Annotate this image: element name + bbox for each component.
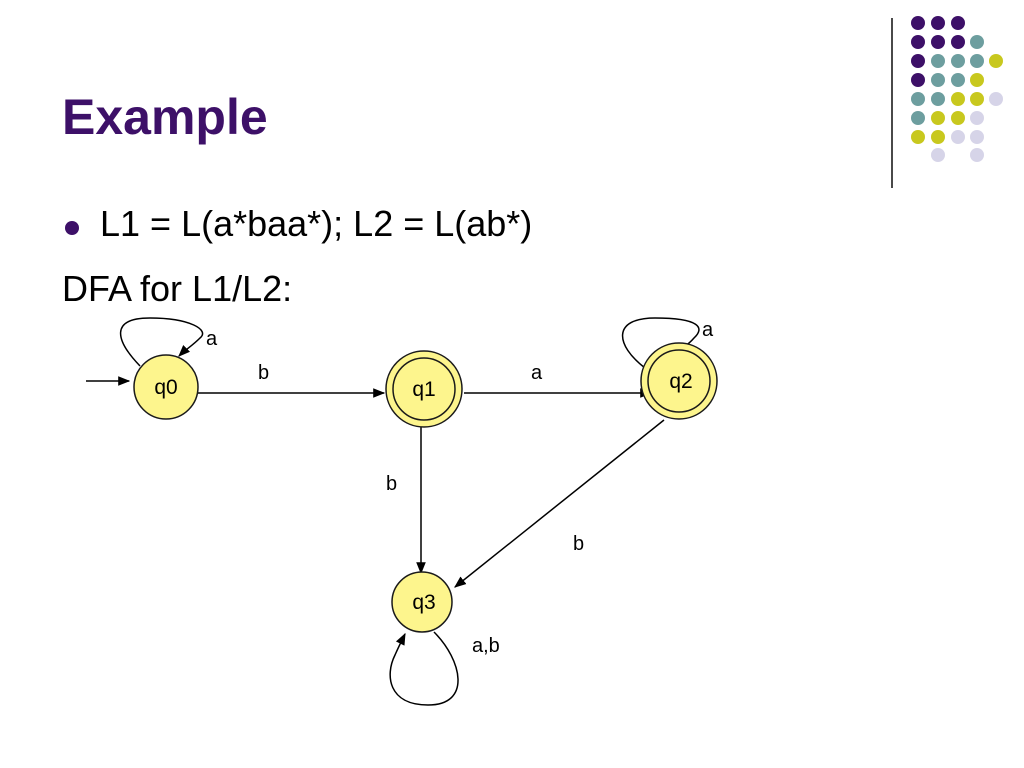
decorative-dot bbox=[931, 16, 945, 30]
decorative-dot bbox=[951, 54, 965, 68]
state-label-q0: q0 bbox=[154, 376, 177, 399]
decorative-dot-grid bbox=[911, 16, 1003, 162]
decorative-dot bbox=[989, 54, 1003, 68]
decorative-dot bbox=[931, 73, 945, 87]
decorative-dot bbox=[970, 148, 984, 162]
slide-title: Example bbox=[62, 89, 268, 145]
decorative-dot bbox=[970, 92, 984, 106]
decorative-dot bbox=[989, 92, 1003, 106]
state-q2: q2 bbox=[640, 342, 718, 420]
decorative-dot bbox=[911, 73, 925, 87]
transition-label-q0-q0: a bbox=[206, 328, 218, 350]
decorative-dot bbox=[911, 92, 925, 106]
state-q1: q1 bbox=[385, 350, 463, 428]
decorative-dot bbox=[931, 54, 945, 68]
state-label-q2: q2 bbox=[669, 370, 692, 393]
decorative-dot bbox=[951, 16, 965, 30]
decorative-dot bbox=[951, 73, 965, 87]
transition-label-q2-q3: b bbox=[573, 533, 584, 555]
decorative-dot bbox=[931, 111, 945, 125]
decorative-dot bbox=[911, 35, 925, 49]
decorative-dot bbox=[911, 111, 925, 125]
transition-label-q2-q2: a bbox=[702, 319, 714, 341]
decorative-dot bbox=[970, 54, 984, 68]
decorative-dot bbox=[970, 35, 984, 49]
decorative-dot bbox=[951, 111, 965, 125]
dfa-heading: DFA for L1/L2: bbox=[62, 268, 293, 309]
transition-q0-q0 bbox=[119, 317, 204, 367]
bullet-point-icon bbox=[65, 221, 79, 235]
transition-label-q3-q3: a,b bbox=[472, 635, 500, 657]
bullet-text: L1 = L(a*baa*); L2 = L(ab*) bbox=[100, 203, 533, 244]
decorative-dot bbox=[931, 92, 945, 106]
decorative-dot bbox=[911, 16, 925, 30]
transition-q3-q3 bbox=[389, 631, 459, 706]
transition-label-q1-q3: b bbox=[386, 473, 397, 495]
decorative-dot bbox=[931, 35, 945, 49]
decorative-dot bbox=[951, 35, 965, 49]
state-q3: q3 bbox=[391, 571, 453, 633]
transition-label-q1-q2: a bbox=[531, 362, 543, 384]
state-q0: q0 bbox=[133, 354, 199, 420]
decorative-vertical-rule bbox=[891, 18, 893, 188]
decorative-dot bbox=[911, 54, 925, 68]
transition-q2-q3 bbox=[454, 419, 665, 588]
state-label-q3: q3 bbox=[412, 591, 435, 614]
transition-label-q0-q1: b bbox=[258, 362, 269, 384]
decorative-dot bbox=[951, 92, 965, 106]
decorative-dot bbox=[931, 130, 945, 144]
decorative-dot bbox=[911, 130, 925, 144]
decorative-dot bbox=[951, 130, 965, 144]
decorative-dot bbox=[970, 111, 984, 125]
decorative-dot bbox=[970, 130, 984, 144]
state-label-q1: q1 bbox=[412, 378, 435, 401]
decorative-dot bbox=[931, 148, 945, 162]
decorative-dot bbox=[970, 73, 984, 87]
